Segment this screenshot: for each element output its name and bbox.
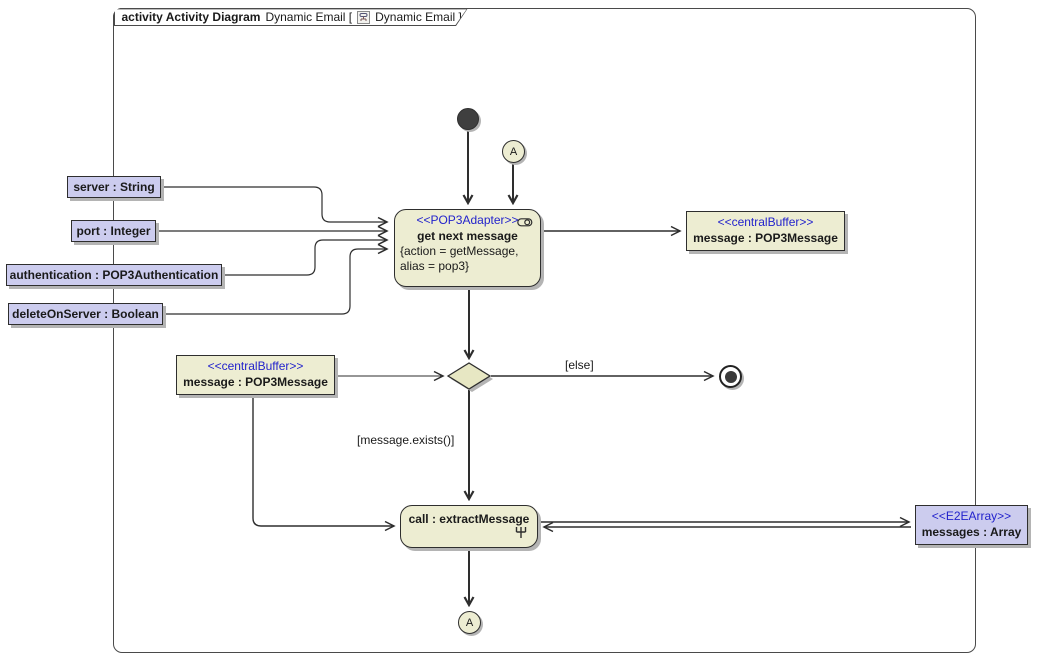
parameter-messages-array[interactable]: <<E2EArray>> messages : Array	[915, 505, 1028, 545]
parameter-authentication[interactable]: authentication : POP3Authentication	[6, 264, 222, 286]
parameter-server[interactable]: server : String	[67, 176, 161, 198]
buffer-name: message : POP3Message	[693, 231, 838, 245]
initial-node[interactable]	[457, 108, 479, 130]
connector-a-top[interactable]: A	[502, 140, 525, 163]
action-name: call : extractMessage	[408, 512, 530, 526]
final-node[interactable]	[719, 365, 742, 388]
frame-context-name: Dynamic Email ]	[375, 10, 462, 25]
connector-a-bottom[interactable]: A	[458, 611, 481, 634]
parameter-label: deleteOnServer : Boolean	[12, 307, 159, 321]
buffer-name: message : POP3Message	[183, 375, 328, 389]
guard-message-exists: [message.exists()]	[357, 433, 455, 447]
action-get-next-message[interactable]: <<POP3Adapter>> get next message {action…	[394, 209, 541, 287]
action-stereotype: <<POP3Adapter>>	[416, 213, 519, 227]
parameter-label: authentication : POP3Authentication	[9, 268, 219, 282]
call-behavior-rake-icon	[515, 526, 527, 542]
activity-diagram-icon	[357, 11, 370, 24]
buffer-stereotype: <<centralBuffer>>	[207, 359, 304, 373]
parameter-label: port : Integer	[76, 224, 151, 238]
central-buffer-right[interactable]: <<centralBuffer>> message : POP3Message	[686, 211, 845, 251]
array-name: messages : Array	[921, 525, 1022, 539]
array-stereotype: <<E2EArray>>	[931, 509, 1012, 523]
action-extract-message[interactable]: call : extractMessage	[400, 505, 538, 548]
parameter-port[interactable]: port : Integer	[71, 220, 156, 242]
action-constraint-line2: alias = pop3}	[400, 259, 470, 273]
frame-tab: activity Activity Diagram Dynamic Email …	[115, 9, 467, 25]
buffer-stereotype: <<centralBuffer>>	[717, 215, 814, 229]
connector-label: A	[509, 145, 518, 158]
frame-kind-label: activity Activity Diagram	[121, 10, 261, 25]
action-constraint-line1: {action = getMessage,	[400, 244, 519, 258]
guard-else: [else]	[565, 358, 594, 372]
activity-frame	[113, 8, 976, 653]
central-buffer-left[interactable]: <<centralBuffer>> message : POP3Message	[176, 355, 335, 395]
behavior-toggle-icon	[517, 216, 533, 230]
connector-label: A	[465, 616, 474, 629]
frame-diagram-name: Dynamic Email [	[265, 10, 353, 25]
parameter-label: server : String	[73, 180, 155, 194]
final-node-core	[724, 370, 737, 383]
action-name: get next message	[417, 229, 518, 243]
parameter-deleteonserver[interactable]: deleteOnServer : Boolean	[8, 303, 163, 325]
